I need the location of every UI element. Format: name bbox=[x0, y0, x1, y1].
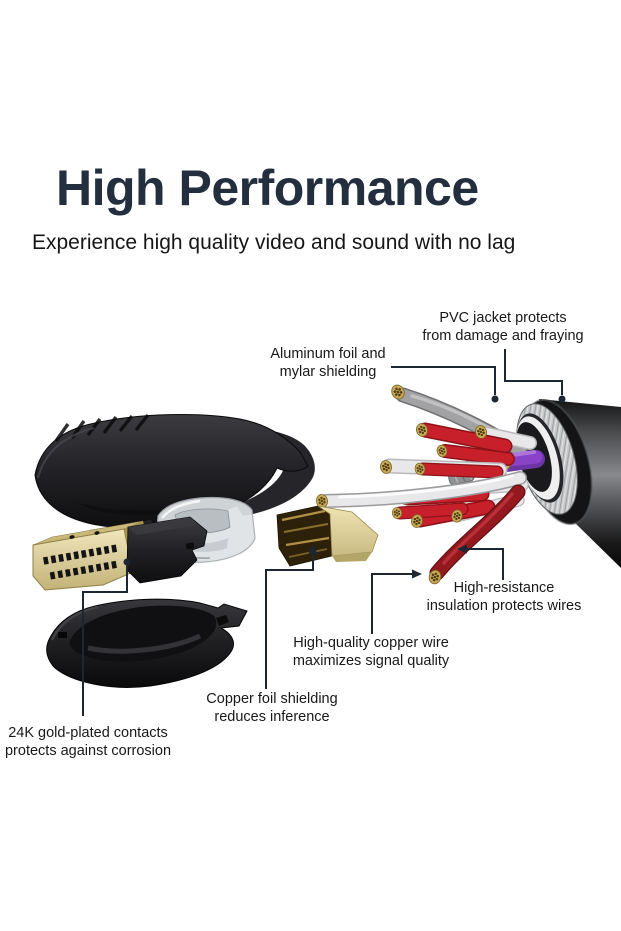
page-subtitle: Experience high quality video and sound … bbox=[32, 231, 516, 254]
copper-foil-shield bbox=[276, 505, 379, 567]
pvc-jacket-dot bbox=[558, 395, 566, 403]
cable-cutaway bbox=[315, 382, 621, 586]
callout-lines bbox=[82, 349, 566, 716]
gold-contacts-dot bbox=[123, 558, 131, 566]
white-wire-left bbox=[315, 471, 527, 509]
dark-red-wire bbox=[427, 484, 526, 586]
copper-wire-arrow bbox=[412, 569, 422, 579]
strain-relief bbox=[126, 516, 208, 584]
connector-shell-top bbox=[34, 413, 315, 528]
aluminum-foil-line bbox=[391, 366, 496, 395]
high-resistance-arrow bbox=[457, 544, 467, 554]
page-title: High Performance bbox=[56, 160, 479, 216]
callout-label-copper-wire: High-quality copper wire maximizes signa… bbox=[292, 635, 450, 670]
callout-label-copper-foil: Copper foil shielding reduces inference bbox=[206, 691, 338, 726]
copper-wire-line bbox=[371, 573, 412, 634]
callout-label-pvc-jacket: PVC jacket protects from damage and fray… bbox=[422, 310, 584, 345]
callout-label-aluminum-foil: Aluminum foil and mylar shielding bbox=[270, 346, 386, 381]
copper-foil-arrow bbox=[308, 544, 318, 554]
aluminum-foil-dot bbox=[491, 395, 499, 403]
gold-contacts-line bbox=[82, 562, 128, 716]
callout-label-high-resistance: High-resistance insulation protects wire… bbox=[426, 580, 582, 615]
connector-shell-bottom bbox=[46, 598, 248, 688]
callout-label-gold-contacts: 24K gold-plated contacts protects agains… bbox=[4, 725, 172, 760]
gold-pins bbox=[42, 544, 118, 580]
pvc-jacket-line bbox=[504, 349, 563, 395]
high-resistance-line bbox=[467, 548, 504, 580]
copper-foil-line bbox=[265, 554, 314, 689]
